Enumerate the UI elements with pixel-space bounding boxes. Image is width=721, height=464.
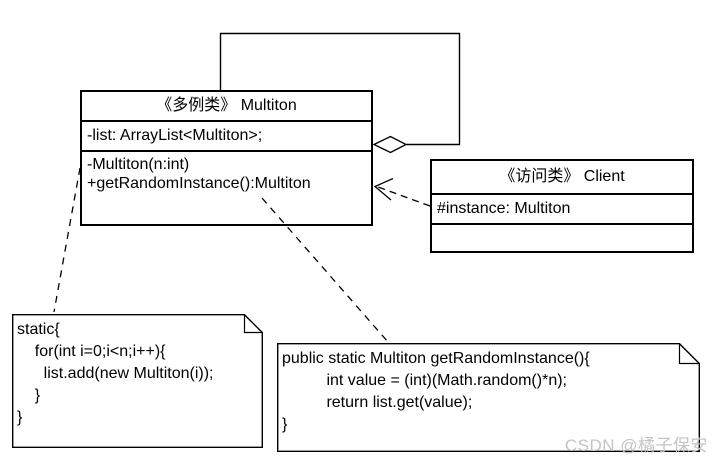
static-initializer-note: static{ for(int i=0;i<n;i++){ list.add(n…: [12, 314, 263, 448]
csdn-watermark: CSDN @橘子保安: [564, 436, 708, 455]
multiton-methods-section: -Multiton(n:int) +getRandomInstance():Mu…: [82, 150, 371, 224]
client-attributes-section: #instance: Multiton: [432, 193, 692, 223]
note-anchor-line-static: [53, 167, 81, 313]
code-line: list.add(new Multiton(i));: [17, 365, 214, 382]
multiton-getrandominstance-method: +getRandomInstance():Multiton: [87, 175, 311, 192]
dependency-arrowhead-icon: [373, 177, 394, 201]
dependency-dashed-line: [377, 186, 431, 207]
client-attribute: #instance: Multiton: [437, 200, 571, 217]
note-fold-icon: [678, 343, 700, 365]
note-fold-icon: [243, 314, 263, 334]
code-line: int value = (int)(Math.random()*n);: [282, 372, 567, 389]
multiton-constructor-method: -Multiton(n:int): [87, 156, 190, 173]
client-methods-section: [432, 223, 692, 251]
note-shape: [277, 343, 700, 452]
code-line: }: [17, 387, 41, 404]
client-class-title: 《访问类》 Client: [499, 168, 625, 185]
note-shape: [12, 314, 263, 448]
getrandominstance-note: public static Multiton getRandomInstance…: [277, 343, 700, 452]
aggregation-diamond-icon: [372, 135, 408, 154]
client-class-box: 《访问类》 Client #instance: Multiton: [430, 159, 694, 253]
code-line: static{: [17, 321, 60, 338]
multiton-attributes-section: -list: ArrayList<Multiton>;: [82, 120, 371, 150]
code-line: for(int i=0;i<n;i++){: [17, 343, 166, 360]
code-line: }: [282, 416, 288, 433]
multiton-class-box: 《多例类》 Multiton -list: ArrayList<Multiton…: [80, 90, 373, 226]
multiton-class-title: 《多例类》 Multiton: [156, 97, 297, 114]
multiton-attribute: -list: ArrayList<Multiton>;: [87, 127, 263, 144]
code-line: }: [17, 409, 23, 426]
static-initializer-code: static{ for(int i=0;i<n;i++){ list.add(n…: [12, 314, 263, 429]
getrandominstance-code: public static Multiton getRandomInstance…: [277, 343, 700, 436]
code-line: public static Multiton getRandomInstance…: [282, 350, 590, 367]
code-line: return list.get(value);: [282, 394, 473, 411]
